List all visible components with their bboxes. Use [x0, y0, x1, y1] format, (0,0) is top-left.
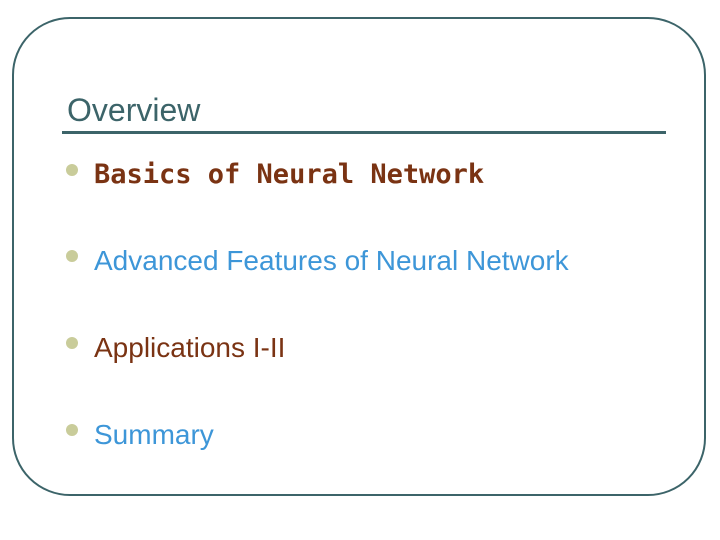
bullet-dot-icon — [66, 164, 78, 176]
bullet-text: Advanced Features of Neural Network — [94, 245, 569, 276]
bullet-dot-icon — [66, 424, 78, 436]
bullet-item-advanced-features[interactable]: Advanced Features of Neural Network — [66, 243, 569, 279]
title-underline — [62, 131, 666, 134]
bullet-item-applications[interactable]: Applications I-II — [66, 330, 285, 366]
bullet-item-basics[interactable]: Basics of Neural Network — [66, 157, 484, 193]
bullet-text: Basics of Neural Network — [94, 159, 485, 190]
bullet-item-summary[interactable]: Summary — [66, 417, 214, 453]
slide-frame — [12, 17, 706, 496]
bullet-dot-icon — [66, 337, 78, 349]
bullet-dot-icon — [66, 250, 78, 262]
bullet-text: Applications I-II — [94, 332, 286, 363]
bullet-text: Summary — [94, 419, 214, 450]
slide-title: Overview — [67, 92, 201, 128]
